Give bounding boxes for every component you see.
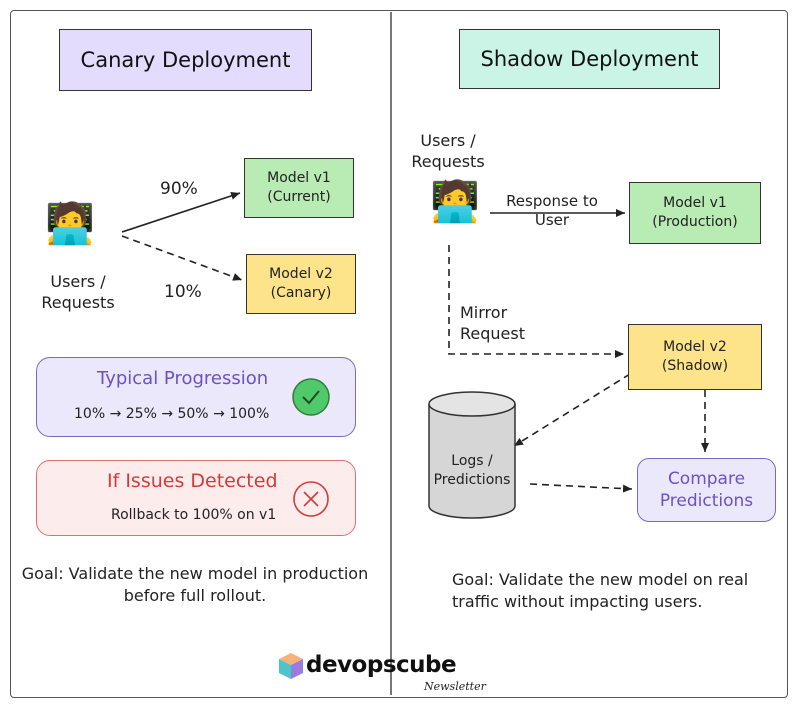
shadow-model-v2: Model v2 (Shadow) bbox=[628, 324, 762, 390]
shadow-users-label: Users / Requests bbox=[411, 131, 485, 171]
shadow-title-box: Shadow Deployment bbox=[459, 29, 720, 89]
canary-model-v2: Model v2 (Canary) bbox=[246, 254, 356, 314]
arrow-mirror-request bbox=[448, 245, 624, 358]
database-cylinder-icon bbox=[428, 391, 516, 519]
center-divider bbox=[390, 12, 392, 695]
compare-box: Compare Predictions bbox=[637, 458, 776, 522]
canary-pct-v1: 90% bbox=[160, 179, 198, 199]
progression-card: Typical Progression 10% → 25% → 50% → 10… bbox=[36, 357, 356, 437]
check-circle-icon bbox=[292, 378, 330, 416]
diagram-frame bbox=[10, 10, 788, 698]
brand-sub: Newsletter bbox=[424, 680, 486, 693]
person-with-laptop-icon: 🧑‍💻 bbox=[45, 201, 95, 247]
arrow-users-to-v1 bbox=[121, 192, 241, 233]
canary-pct-v2: 10% bbox=[164, 282, 202, 302]
shadow-mirror-label: Mirror Request bbox=[460, 303, 525, 343]
issues-text: Rollback to 100% on v1 bbox=[111, 507, 277, 523]
brand-name: devopscube bbox=[306, 652, 457, 678]
canary-title-box: Canary Deployment bbox=[59, 29, 312, 91]
shadow-goal: Goal: Validate the new model on real tra… bbox=[452, 570, 749, 611]
canary-users-label: Users / Requests bbox=[41, 272, 115, 312]
shadow-response-label: Response to User bbox=[506, 192, 598, 229]
canary-model-v1: Model v1 (Current) bbox=[244, 158, 354, 218]
logs-label: Logs / Predictions bbox=[433, 453, 511, 488]
canary-goal: Goal: Validate the new model in producti… bbox=[21, 564, 369, 605]
arrow-users-to-v2 bbox=[121, 235, 243, 281]
issues-title: If Issues Detected bbox=[107, 470, 278, 492]
x-circle-icon bbox=[293, 481, 329, 517]
progression-steps: 10% → 25% → 50% → 100% bbox=[74, 406, 270, 422]
canary-title: Canary Deployment bbox=[80, 48, 291, 72]
shadow-title: Shadow Deployment bbox=[480, 47, 699, 71]
cube-logo-icon bbox=[279, 653, 303, 679]
shadow-model-v1: Model v1 (Production) bbox=[629, 182, 761, 244]
arrow-v2-to-logs bbox=[513, 373, 631, 447]
issues-card: If Issues Detected Rollback to 100% on v… bbox=[36, 460, 356, 536]
arrow-logs-to-compare bbox=[529, 483, 633, 493]
progression-title: Typical Progression bbox=[97, 368, 269, 389]
person-with-laptop-icon: 🧑‍💻 bbox=[430, 179, 480, 225]
